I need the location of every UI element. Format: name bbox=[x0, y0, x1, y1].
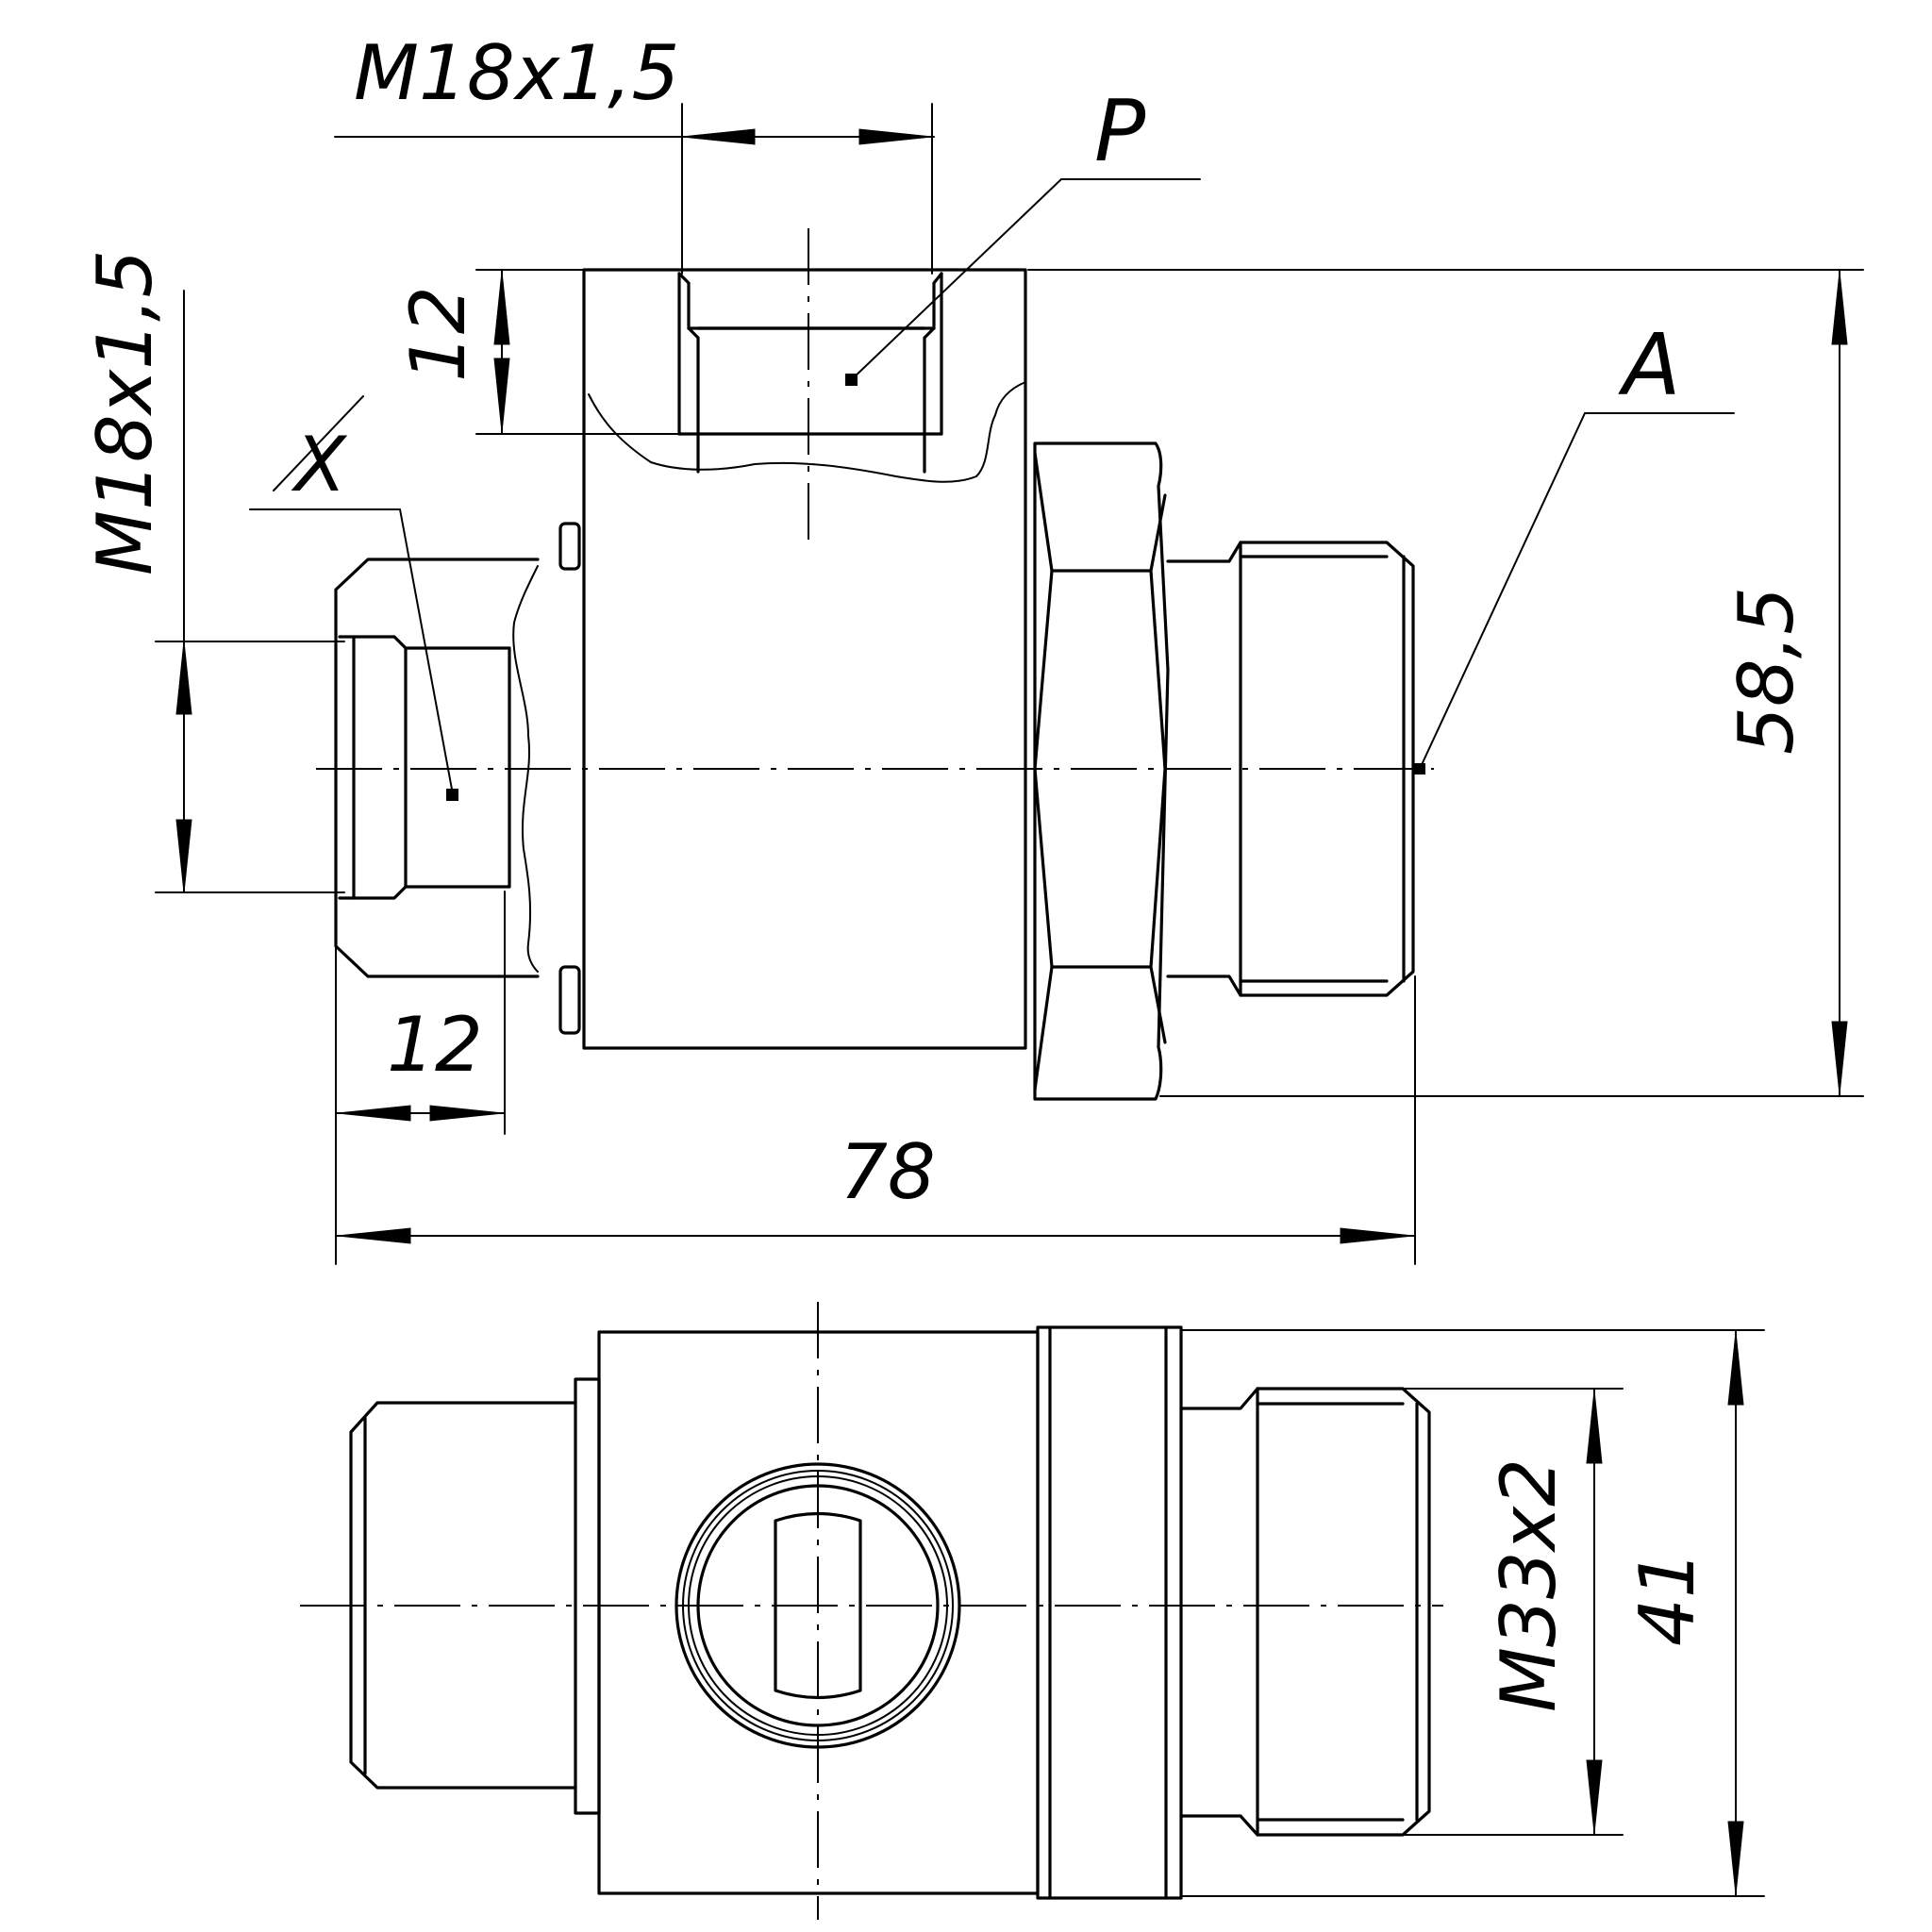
plan-left-stub bbox=[351, 1403, 575, 1788]
leader-x-text: X bbox=[291, 421, 348, 508]
dim-side-depth-arrow-l bbox=[338, 1106, 410, 1121]
leader-p-line bbox=[851, 179, 1061, 380]
plan-washer bbox=[575, 1379, 599, 1813]
dim-outlet-thread: M33x2 bbox=[1403, 1389, 1623, 1835]
dim-side-depth-text: 12 bbox=[387, 1001, 483, 1089]
dim-width-text: 41 bbox=[1624, 1550, 1711, 1646]
dim-side-depth: 12 bbox=[336, 891, 505, 1264]
top-port-bore bbox=[679, 274, 941, 328]
hex-nut-edge-3 bbox=[1151, 571, 1165, 769]
hex-nut-flat-top bbox=[1035, 453, 1165, 571]
outlet-neck bbox=[1168, 542, 1241, 995]
dim-overall-height-arrow-t bbox=[1832, 272, 1847, 344]
left-port-bore bbox=[340, 637, 509, 898]
dim-side-thread-arrow-t bbox=[176, 641, 192, 714]
dim-top-thread-text: M18x1,5 bbox=[354, 29, 679, 117]
break-line-top bbox=[589, 382, 1025, 482]
dim-top-thread-arrow-l bbox=[682, 129, 755, 144]
dim-top-depth-text: 12 bbox=[394, 286, 482, 382]
hex-nut-flat-bottom bbox=[1035, 967, 1165, 1090]
leader-x-line bbox=[400, 509, 453, 794]
front-view: M18x1,5 P 12 M18x1,5 bbox=[81, 29, 1863, 1264]
plan-view: M33x2 41 bbox=[300, 1302, 1764, 1920]
dim-outlet-thread-text: M33x2 bbox=[1485, 1458, 1573, 1712]
dim-overall-length-text: 78 bbox=[840, 1128, 936, 1216]
gasket-bottom bbox=[560, 967, 579, 1033]
leader-a-line bbox=[1420, 413, 1585, 769]
plan-nut bbox=[1038, 1327, 1181, 1898]
left-port-x bbox=[336, 524, 579, 1033]
dim-outlet-thread-arrow-b bbox=[1587, 1760, 1602, 1833]
dim-top-depth: 12 bbox=[394, 270, 681, 434]
break-line-left bbox=[513, 566, 538, 972]
dim-side-thread: M18x1,5 bbox=[81, 250, 344, 892]
leader-a-point bbox=[1414, 763, 1425, 774]
hex-nut-edge-4 bbox=[1151, 769, 1165, 967]
dim-overall-height-arrow-b bbox=[1832, 1022, 1847, 1094]
plan-neck bbox=[1181, 1389, 1257, 1835]
leader-a-text: A bbox=[1618, 316, 1681, 415]
gasket-top bbox=[560, 524, 579, 569]
dim-overall-height-text: 58,5 bbox=[1723, 587, 1810, 755]
dim-width-arrow-t bbox=[1728, 1332, 1743, 1405]
dim-top-depth-arrow-t bbox=[494, 272, 509, 344]
hex-nut-edge bbox=[1035, 571, 1052, 769]
dim-overall-length-arrow-l bbox=[338, 1228, 410, 1243]
plan-outlet bbox=[1257, 1389, 1429, 1835]
dim-top-depth-arrow-b bbox=[494, 358, 509, 432]
leader-x: X bbox=[250, 396, 453, 794]
top-port-inner-right bbox=[924, 328, 934, 472]
leader-p: P bbox=[851, 82, 1200, 380]
top-port-inner bbox=[689, 328, 698, 472]
dim-top-thread: M18x1,5 bbox=[335, 29, 934, 274]
leader-x-slash bbox=[274, 396, 363, 491]
hex-nut-outline bbox=[1035, 443, 1168, 1099]
hex-nut-edge-2 bbox=[1035, 769, 1052, 967]
dim-outlet-thread-arrow-t bbox=[1587, 1391, 1602, 1463]
dim-side-thread-arrow-b bbox=[176, 820, 192, 892]
main-body bbox=[584, 270, 1025, 1048]
dim-width-arrow-b bbox=[1728, 1822, 1743, 1894]
leader-a: A bbox=[1414, 316, 1734, 774]
top-port-p bbox=[679, 228, 941, 547]
dim-overall-height: 58,5 bbox=[1028, 270, 1863, 1096]
leader-p-text: P bbox=[1094, 82, 1146, 181]
dim-overall-length: 78 bbox=[336, 976, 1415, 1264]
dim-overall-length-arrow-r bbox=[1341, 1228, 1413, 1243]
plan-port-slot bbox=[775, 1514, 860, 1698]
dim-width: 41 bbox=[1181, 1330, 1764, 1896]
dim-side-depth-arrow-r bbox=[430, 1106, 503, 1121]
hex-nut bbox=[1035, 443, 1168, 1099]
dim-top-thread-arrow-r bbox=[859, 129, 932, 144]
dim-side-thread-text: M18x1,5 bbox=[81, 250, 169, 575]
